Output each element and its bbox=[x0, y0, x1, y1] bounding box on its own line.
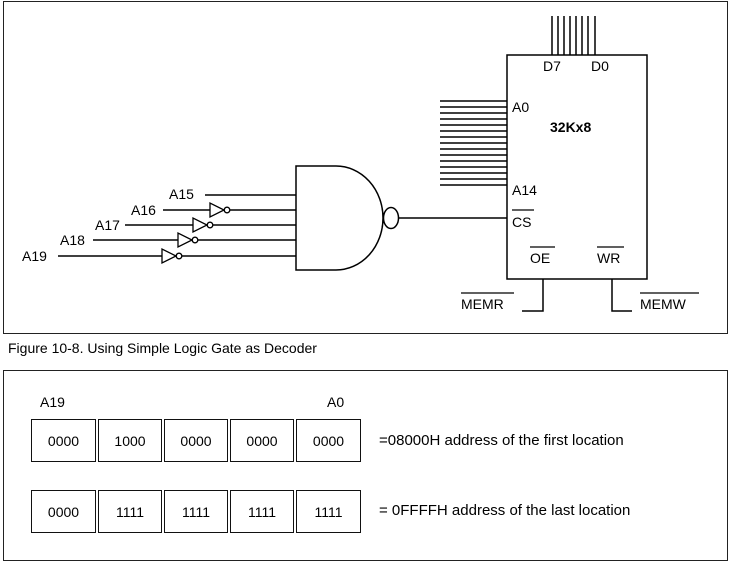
memory-chip-body bbox=[506, 54, 648, 280]
label-a15: A15 bbox=[169, 186, 194, 202]
label-d0: D0 bbox=[591, 58, 609, 74]
figure-caption: Figure 10-8. Using Simple Logic Gate as … bbox=[8, 340, 317, 356]
inverter-a17-bubble bbox=[206, 221, 214, 229]
memw-wire bbox=[611, 279, 632, 312]
address-bus-lines bbox=[440, 100, 507, 186]
table-row1-cell3: 0000 bbox=[164, 419, 228, 462]
label-a0-pin: A0 bbox=[512, 99, 529, 115]
label-d7: D7 bbox=[543, 58, 561, 74]
table-row1-note: =08000H address of the first location bbox=[379, 432, 624, 449]
circuit-diagram-frame bbox=[3, 1, 728, 334]
label-memr: MEMR bbox=[461, 296, 504, 312]
label-a17: A17 bbox=[95, 217, 120, 233]
table-row2-cell1: 0000 bbox=[31, 490, 96, 533]
inverter-a19-icon bbox=[161, 247, 178, 265]
label-oe: OE bbox=[530, 250, 550, 266]
data-bus-lines bbox=[551, 16, 596, 55]
memr-wire bbox=[522, 279, 544, 312]
inverter-a17-icon bbox=[192, 216, 209, 234]
table-msb-label: A19 bbox=[40, 394, 65, 410]
label-wr: WR bbox=[597, 250, 620, 266]
label-a19: A19 bbox=[22, 248, 47, 264]
table-lsb-label: A0 bbox=[327, 394, 345, 410]
table-row1-cell2: 1000 bbox=[98, 419, 162, 462]
inverter-a16-icon bbox=[209, 201, 226, 219]
table-row1-cell1: 0000 bbox=[31, 419, 96, 462]
label-a16: A16 bbox=[131, 202, 156, 218]
label-memw: MEMW bbox=[640, 296, 687, 312]
nand-output-bubble bbox=[382, 206, 400, 230]
inverter-a16-bubble bbox=[223, 206, 231, 214]
table-row2-cell4: 1111 bbox=[230, 490, 294, 533]
inverter-a19-bubble bbox=[175, 252, 183, 260]
gate-input-wires bbox=[58, 194, 296, 257]
chip-name: 32Kx8 bbox=[550, 119, 591, 135]
table-row2-note: = 0FFFFH address of the last location bbox=[379, 502, 631, 519]
nand-gate-body bbox=[295, 165, 384, 271]
address-table-frame bbox=[3, 370, 728, 561]
table-row2-cell3: 1111 bbox=[164, 490, 228, 533]
table-row2-cell2: 1111 bbox=[98, 490, 162, 533]
table-row2-cell5: 1111 bbox=[296, 490, 361, 533]
label-a18: A18 bbox=[60, 232, 85, 248]
inverter-a18-bubble bbox=[191, 236, 199, 244]
decoder-circuit: 32Kx8 D7 D0 A0 A14 CS OE WR bbox=[22, 16, 699, 312]
table-row1-cell5: 0000 bbox=[296, 419, 361, 462]
label-a14-pin: A14 bbox=[512, 182, 537, 198]
table-row1-cell4: 0000 bbox=[230, 419, 294, 462]
inverter-icons bbox=[161, 201, 231, 265]
inverter-a18-icon bbox=[177, 231, 194, 249]
label-cs: CS bbox=[512, 214, 531, 230]
